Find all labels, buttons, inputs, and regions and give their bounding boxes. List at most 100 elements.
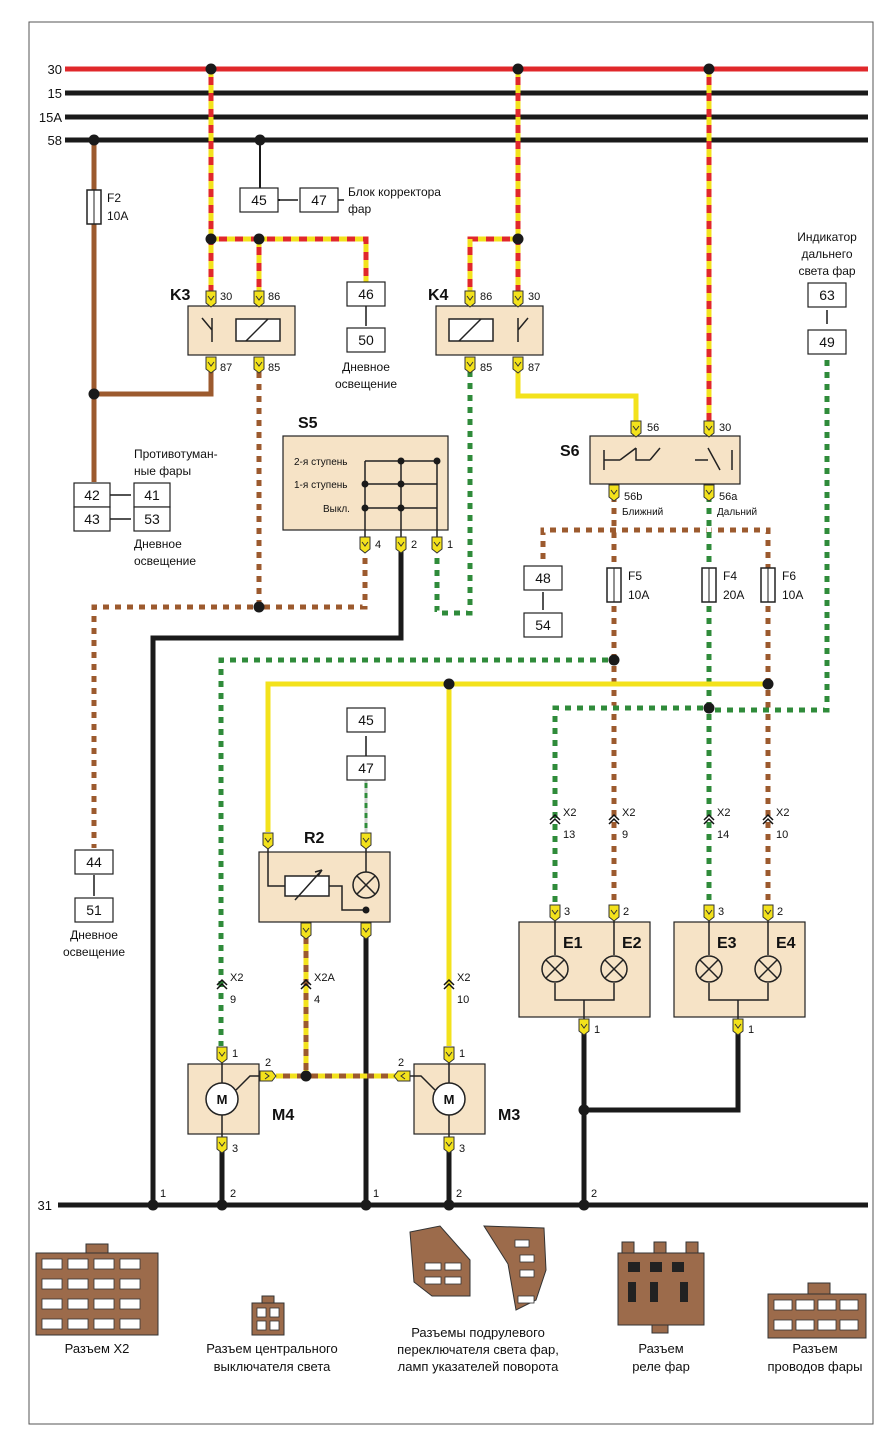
daylight3-l1: Дневное [70,928,118,942]
headlamp-e3-e4: E3 E4 3 2 1 [673,904,806,1036]
x2-10a-name: X2 [776,807,789,819]
m3-pin-2: 2 [398,1057,404,1069]
caption-x2: Разъем X2 [65,1341,130,1356]
resistor-r2-label: R2 [304,830,325,847]
bus-30-label: 30 [48,62,62,77]
motor-m3-label: M3 [498,1107,520,1124]
box-44: 44 [86,854,102,870]
box-43: 43 [84,511,100,527]
svg-text:M: M [217,1092,228,1107]
s6-pin-56: 56 [647,422,659,434]
relay-k3-label: K3 [170,287,191,304]
fuse-f4-rating: 20A [723,588,744,602]
fuse-f4-name: F4 [723,569,737,583]
e3-pin-3: 3 [718,906,724,918]
ground-label-2b: 2 [456,1188,462,1200]
s6-pin-30: 30 [719,422,731,434]
x2a-4-pin: 4 [314,994,320,1006]
relay-k4: K4 86 30 85 87 [428,287,544,374]
k3-pin-87: 87 [220,362,232,374]
x2-9b-pin: 9 [230,994,236,1006]
resistor-r2: R2 [258,830,391,940]
caption-steering-l3: ламп указателей поворота [398,1359,559,1374]
box-46: 46 [358,286,374,302]
k3-pin-85: 85 [268,362,280,374]
x2-14-pin: 14 [717,829,729,841]
k4-pin-30: 30 [528,291,540,303]
fuse-f2-name: F2 [107,191,121,205]
fuse-f6-rating: 10A [782,588,803,602]
x2-9a-pin: 9 [622,829,628,841]
ground-label-1a: 1 [160,1188,166,1200]
caption-wires-l2: проводов фары [767,1359,862,1374]
corrector-label-l2: фар [348,202,372,216]
x2-13-pin: 13 [563,829,575,841]
x2-10a-pin: 10 [776,829,788,841]
s5-position-1: 1-я ступень [294,480,348,491]
page-frame [28,21,874,1425]
s6-pin-56a: 56a [719,491,738,503]
lamp-e2-label: E2 [622,935,642,952]
s6-high-beam: Дальний [717,507,757,518]
e12-pin-1: 1 [594,1024,600,1036]
relay-k4-label: K4 [428,287,449,304]
fuse-f6: F6 10A [760,567,803,603]
switch-s6-label: S6 [560,443,580,460]
lamp-e4-label: E4 [776,935,796,952]
connector-x2-drawing [35,1243,159,1336]
headlamp-e1-e2: E1 E2 3 2 1 [518,904,651,1036]
fuse-f4: F4 20A [701,567,744,603]
daylight2-l1: Дневное [134,537,182,551]
x2-10b-name: X2 [457,972,470,984]
e2-pin-2: 2 [623,906,629,918]
motor-m4-label: M4 [272,1107,294,1124]
box-53: 53 [144,511,160,527]
box-54: 54 [535,617,551,633]
s6-low-beam: Ближний [622,507,663,518]
bus-31-label: 31 [38,1198,52,1213]
k3-pin-30: 30 [220,291,232,303]
s5-pin-4: 4 [375,539,381,551]
fuse-f2-rating: 10A [107,209,128,223]
caption-steering-l2: переключателя света фар, [397,1342,559,1357]
s5-position-2: 2-я ступень [294,457,348,468]
m3-pin-3: 3 [459,1143,465,1155]
motor-m3: M M3 1 2 3 [393,1046,520,1155]
switch-s5: S5 2-я ступень 1-я ступень Выкл. 4 2 1 [282,415,453,554]
motor-m4: M M4 1 2 3 [187,1046,294,1155]
box-45-r2: 45 [358,712,374,728]
fog-label-l1: Противотуман- [134,447,218,461]
daylight1-l2: освещение [335,377,397,391]
x2-13-name: X2 [563,807,576,819]
k4-pin-86: 86 [480,291,492,303]
fuse-f5-rating: 10A [628,588,649,602]
switch-s5-label: S5 [298,415,318,432]
svg-text:M: M [444,1092,455,1107]
x2a-4-name: X2A [314,972,335,984]
box-49: 49 [819,334,835,350]
k4-pin-85: 85 [480,362,492,374]
box-47-r2: 47 [358,760,374,776]
bus-15-label: 15 [48,86,62,101]
daylight2-l2: освещение [134,554,196,568]
s5-position-off: Выкл. [323,504,350,515]
ground-label-2a: 2 [230,1188,236,1200]
fuse-f2: F2 10A [86,189,128,225]
x2-10b-pin: 10 [457,994,469,1006]
s5-pin-2: 2 [411,539,417,551]
box-63: 63 [819,287,835,303]
ground-label-1b: 1 [373,1188,379,1200]
connector-relay-drawing [617,1241,705,1334]
bus-58-label: 58 [48,133,62,148]
box-45-corrector: 45 [251,192,267,208]
ground-label-2c: 2 [591,1188,597,1200]
box-48: 48 [535,570,551,586]
m4-pin-1: 1 [232,1048,238,1060]
fuse-f5: F5 10A [606,567,649,603]
caption-relay-l2: реле фар [632,1359,690,1374]
hb-indicator-l1: Индикатор [797,230,857,244]
lamp-e3-label: E3 [717,935,737,952]
m4-pin-3: 3 [232,1143,238,1155]
